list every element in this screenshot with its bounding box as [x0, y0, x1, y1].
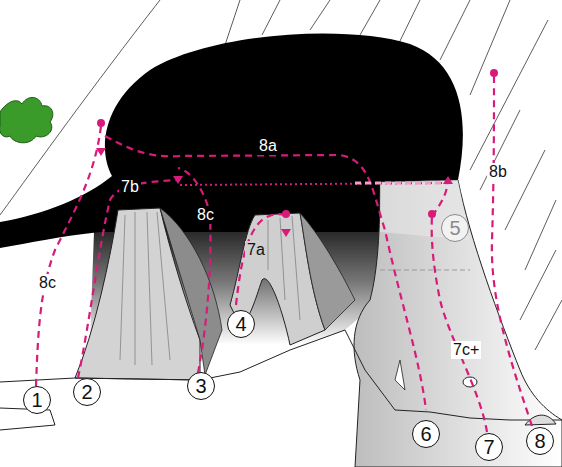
route-number-circle: 1 [23, 386, 51, 414]
route-number-circle: 6 [412, 420, 440, 448]
route-number-circle: 4 [227, 310, 255, 338]
route-number-circle: 7 [475, 433, 503, 461]
grade-label: 7b [119, 178, 141, 196]
grade-label: 8a [257, 137, 279, 155]
callout-number: 7 [483, 437, 494, 457]
grade-label: 7c+ [451, 341, 481, 359]
callout-number: 4 [235, 314, 246, 334]
grade-label: 8c [195, 206, 216, 224]
callout-number: 2 [81, 382, 92, 402]
route-number-circle: 5 [441, 214, 469, 242]
route-number-circle: 2 [73, 378, 101, 406]
grade-label: 8b [487, 163, 509, 181]
route-number-circle: 8 [526, 427, 554, 455]
callout-number: 3 [195, 376, 206, 396]
callout-number: 6 [420, 424, 431, 444]
grade-label: 8c [37, 274, 58, 292]
callout-number: 1 [31, 390, 42, 410]
grade-label: 7a [245, 241, 267, 259]
callout-number: 5 [449, 218, 460, 238]
callout-number: 8 [534, 431, 545, 451]
route-number-circle: 3 [187, 372, 215, 400]
